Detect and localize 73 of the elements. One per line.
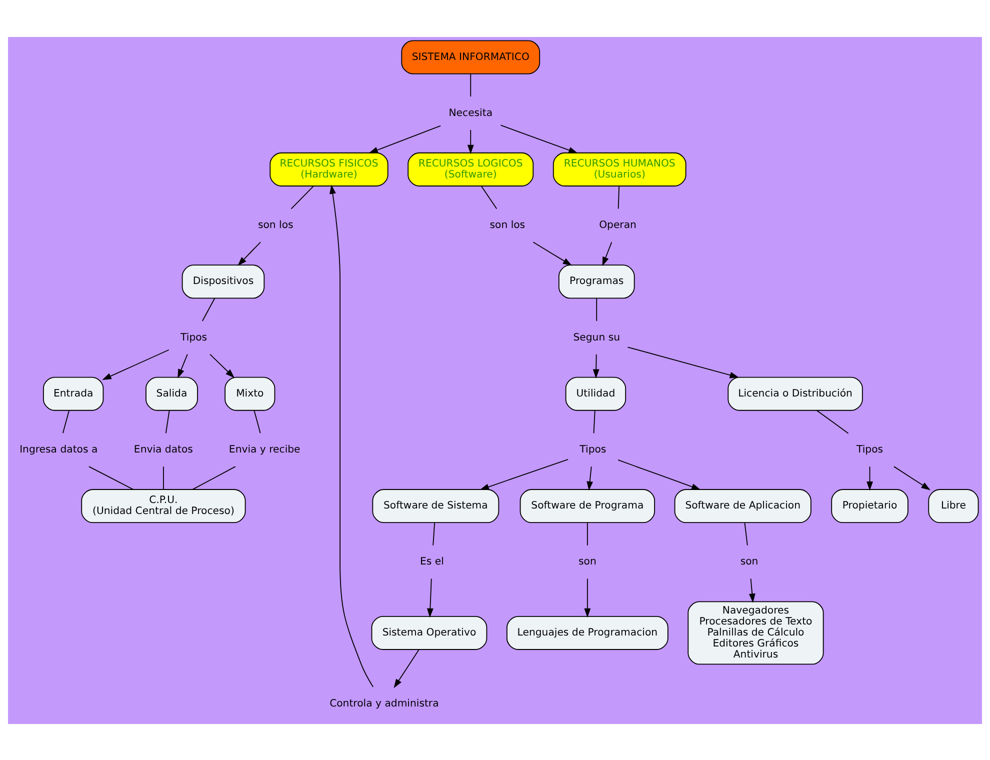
node-box: Licencia o Distribución <box>728 376 863 410</box>
connector <box>165 410 170 434</box>
connector <box>62 410 70 434</box>
node-box: Navegadores Procesadores de Texto Palnillas de Cálculo Editores Gráficos Antivirus <box>688 600 824 664</box>
node-text: Tipos <box>180 332 208 343</box>
arrow <box>584 578 591 618</box>
node-box: Software de Sistema <box>372 488 500 523</box>
connector <box>88 466 134 490</box>
node-box: C.P.U. (Unidad Central de Proceso) <box>81 488 246 523</box>
arrow <box>627 346 740 378</box>
connector <box>596 297 598 321</box>
node-box: Mixto <box>224 376 276 410</box>
arrow <box>748 578 756 602</box>
arrow <box>368 124 442 153</box>
connector <box>192 466 236 490</box>
arrow <box>618 458 701 490</box>
node-box: Lenguajes de Programacion <box>506 615 668 650</box>
arrow <box>210 353 235 378</box>
arrow <box>866 466 873 490</box>
node-text: Ingresa datos a <box>20 444 98 456</box>
connector <box>480 185 498 209</box>
arrow <box>394 648 420 688</box>
arrow <box>238 241 261 266</box>
node-box: Entrada <box>42 376 104 410</box>
node-text: son los <box>490 220 526 231</box>
node-box: SISTEMA INFORMATICO <box>401 40 540 74</box>
node-text: son <box>578 556 596 568</box>
connector <box>816 410 849 434</box>
arrow <box>178 353 188 378</box>
node-box: Sistema Operativo <box>371 615 488 650</box>
arrow <box>426 578 434 618</box>
node-text: son los <box>258 220 294 231</box>
node-text: Tipos <box>856 444 884 456</box>
node-box: Programas <box>558 264 635 298</box>
arrow <box>102 348 170 380</box>
node-box: RECURSOS HUMANOS (Usuarios) <box>552 152 686 186</box>
node-box: Libre <box>928 488 979 523</box>
node-box: RECURSOS FISICOS (Hardware) <box>270 152 388 186</box>
node-box: RECURSOS LOGICOS (Software) <box>408 152 534 186</box>
connector <box>593 410 596 434</box>
node-text: Es el <box>420 556 444 568</box>
arrow <box>467 128 474 154</box>
node-text: Segun su <box>573 332 620 343</box>
connector <box>586 522 588 546</box>
node-text: Controla y administra <box>330 698 439 709</box>
arrow <box>592 353 600 378</box>
node-text: Operan <box>599 220 636 231</box>
node-text: son <box>740 556 758 568</box>
node-text: Tipos <box>580 444 606 456</box>
arrow <box>532 241 572 266</box>
connector <box>290 185 314 209</box>
connector <box>254 410 261 434</box>
node-text: Envia datos <box>134 444 193 456</box>
connector <box>432 522 436 546</box>
connector <box>618 185 620 209</box>
node-box: Salida <box>146 376 198 410</box>
node-box: Dispositivos <box>182 264 265 298</box>
connector <box>470 72 472 97</box>
arrow <box>894 466 930 490</box>
node-box: Utilidad <box>565 376 626 410</box>
arrow <box>586 466 594 490</box>
connector <box>202 297 216 321</box>
node-box: Software de Aplicacion <box>674 488 812 523</box>
node-text: Envia y recibe <box>228 444 300 456</box>
arrow <box>330 184 374 687</box>
arrow <box>480 458 568 490</box>
node-text: Necesita <box>448 107 493 118</box>
node-box: Software de Programa <box>520 488 656 523</box>
node-box: Propietario <box>831 488 908 523</box>
connector <box>744 522 748 546</box>
arrow <box>500 124 578 153</box>
arrow <box>602 241 612 266</box>
connector <box>163 466 164 490</box>
